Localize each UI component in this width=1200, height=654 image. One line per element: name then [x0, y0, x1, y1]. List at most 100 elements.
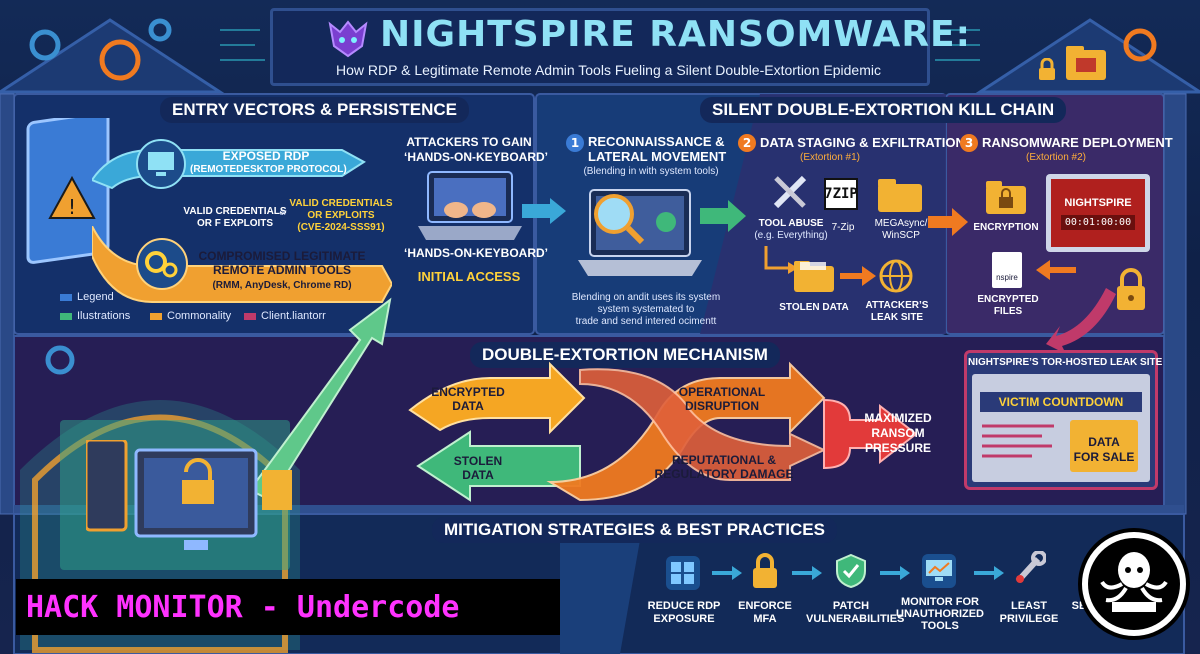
operational-disruption-label: OPERATIONAL: [678, 385, 766, 399]
encrypted-data-label: ENCRYPTED: [431, 385, 505, 399]
valid-credentials-b-label-2: OR EXPLOITS: [307, 210, 375, 221]
mechanism-flow-arrows: [250, 297, 918, 502]
page-subtitle: How RDP & Legitimate Remote Admin Tools …: [336, 62, 881, 78]
shield-check-icon: [834, 553, 868, 589]
mitigation-item-2-label: ENFORCE: [738, 600, 792, 612]
to-stolen-arrow: [764, 246, 798, 274]
step1-subtitle: (Blending in with system tools): [583, 166, 719, 177]
encrypted-files-label: ENCRYPTED: [977, 294, 1039, 305]
encrypted-files-label-2: FILES: [993, 306, 1023, 317]
large-padlock-icon: [1114, 268, 1148, 312]
windows-icon: [666, 556, 700, 590]
data-for-sale-folder: [1070, 420, 1138, 472]
ransom-timer: 00:01:00:00: [1060, 214, 1136, 230]
ransom-screen-brand: NIGHTSPIRE: [1064, 196, 1132, 209]
mitigation-arrow: [880, 566, 910, 580]
step1-title: RECONNAISSANCE &: [588, 134, 725, 149]
7zip-icon: 7ZIP: [824, 178, 858, 210]
mechanism-section-title: DOUBLE-EXTORTION MECHANISM: [470, 342, 780, 368]
octopus-logo: [1078, 528, 1190, 640]
attacker-tablet-icon: !: [22, 118, 118, 268]
padlock-icon: [748, 553, 782, 588]
encryption-folder-icon: [984, 178, 1028, 216]
step2-subtitle: (Extortion #1): [799, 152, 861, 163]
gears-icon: [136, 238, 188, 290]
reputational-damage-label-2: REGULATORY DAMAGE: [654, 467, 794, 481]
compromised-tools-sublabel: (RMM, AnyDesk, Chrome RD): [212, 280, 352, 291]
ransom-screen: NIGHTSPIRE 00:01:00:00: [1046, 174, 1150, 252]
to-recon-arrow: [522, 198, 566, 224]
encrypted-data-label-2: DATA: [452, 399, 484, 413]
to-leak-arrow: [840, 266, 876, 286]
legend-swatch: [244, 312, 256, 320]
mitigation-item-1-label: REDUCE RDP: [647, 600, 721, 612]
mitigation-item-3-label-2: VULNERABILITIES: [806, 613, 905, 625]
initial-access-label: INITIAL ACCESS: [417, 269, 521, 284]
cve-label: (CVE-2024-SSS91): [297, 222, 385, 233]
stolen-data-mech-label-2: DATA: [462, 468, 494, 482]
attackers-leak-site-label-2: LEAK SITE: [870, 312, 924, 323]
infected-computer-illustration: [86, 440, 296, 570]
stolen-data-label: STOLEN DATA: [779, 302, 849, 313]
attackers-label: ATTACKERS TO GAIN: [406, 135, 532, 149]
maximized-pressure-label-2: RANSOM: [871, 426, 925, 440]
step2-title: DATA STAGING & EXFILTRATION: [760, 135, 965, 150]
folder-window-icon: [1064, 42, 1108, 82]
step1-title-2: LATERAL MOVEMENT: [588, 149, 727, 164]
tool-abuse-sublabel: (e.g. Everything): [754, 230, 828, 241]
step1-badge: 1: [566, 134, 584, 152]
operational-disruption-label-2: DISRUPTION: [684, 399, 759, 413]
compromised-tools-label: COMPROMISED LEGITIMATE: [198, 249, 366, 263]
globe-icon: [878, 258, 914, 294]
valid-credentials-label: VALID CREDENTIALS: [183, 206, 287, 217]
exposed-rdp-sublabel: (REMOTEDESKTOP PROTOCOL): [190, 164, 347, 175]
hands-on-keyboard-label: ‘HANDS-ON-KEYBOARD’: [404, 246, 548, 260]
maximized-pressure-label: MAXIMIZED: [864, 411, 932, 425]
mitigation-item-4-label: MONITOR FOR: [900, 596, 979, 608]
zip-label: 7-Zip: [831, 222, 855, 233]
mitigation-arrow: [712, 566, 742, 580]
page-title: NIGHTSPIRE RANSOMWARE:: [380, 14, 972, 55]
legend-item: Client.liantorr: [244, 310, 326, 322]
ransom-screen-display: NIGHTSPIRE 00:01:00:00: [1051, 179, 1145, 247]
mitigation-item-3-label: PATCH: [832, 600, 870, 612]
mitigation-item-5-label: LEAST: [1010, 600, 1048, 612]
monitor-chart-icon: [922, 554, 956, 588]
mitigation-arrow: [792, 566, 822, 580]
to-leak-site-arrow: [1046, 288, 1116, 354]
step3-badge: 3: [960, 134, 978, 152]
hack-monitor-banner: HACK MONITOR - Undercode: [16, 579, 560, 635]
monitor-icon: [136, 138, 186, 190]
mitigation-item-4-label-3: TOOLS: [921, 620, 959, 632]
stolen-data-folder-icon: [792, 258, 836, 294]
legend-item: Legend: [60, 291, 114, 303]
or-label: or: [279, 208, 287, 217]
step1-note-2: system systemated to: [597, 304, 695, 315]
valid-credentials-label-2: OR F EXPLOITS: [196, 218, 274, 229]
encryption-label: ENCRYPTION: [973, 222, 1039, 233]
leak-site-title: NIGHTSPIRE’S TOR-HOSTED LEAK SITE: [968, 357, 1163, 368]
stolen-data-mech-label: STOLEN: [453, 454, 503, 468]
mega-label: MEGAsync/: [874, 218, 928, 229]
mitigation-item-4-label-2: UNAUTHORIZED: [896, 608, 984, 620]
data-for-sale-label-2: FOR SALE: [1073, 450, 1135, 464]
entry-section-title: ENTRY VECTORS & PERSISTENCE: [160, 97, 469, 123]
legend-swatch: [60, 293, 72, 301]
title-banner: [270, 8, 930, 86]
to-deployment-arrow: [928, 208, 968, 236]
mitigation-item-1-label-2: EXPOSURE: [653, 613, 715, 625]
kill-chain-section-title: SILENT DOUBLE-EXTORTION KILL CHAIN: [700, 97, 1067, 123]
legend-item: Ilustrations: [60, 310, 130, 322]
step3-title: RANSOMWARE DEPLOYMENT: [982, 135, 1173, 150]
valid-credentials-b-label: VALID CREDENTIALS: [289, 198, 393, 209]
folder-icon: [876, 176, 924, 214]
step3-subtitle: (Extortion #2): [1025, 152, 1087, 163]
step2-badge: 2: [738, 134, 756, 152]
step1-note-3: trade and send intered ocimentt: [575, 316, 717, 327]
legend-swatch: [60, 312, 72, 320]
recon-laptop-magnifier-icon: [576, 180, 704, 284]
exposed-rdp-label: EXPOSED RDP: [222, 149, 310, 163]
wrench-screwdriver-icon: [770, 172, 810, 212]
mitigation-item-2-label-2: MFA: [753, 613, 777, 625]
